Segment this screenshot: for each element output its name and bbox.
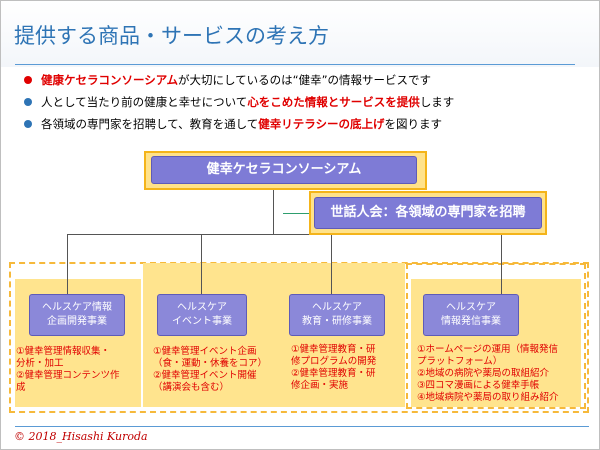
unit-2-line-1: ヘルスケア	[177, 302, 227, 313]
unit-2-item: （食・運動・休養をコア）	[153, 358, 268, 369]
unit-3-line-2: 教育・研修事業	[302, 316, 372, 327]
bullet-dot-icon	[24, 76, 32, 84]
unit-3-item: ②健幸管理教育・研	[291, 368, 376, 379]
unit-3-item: ①健幸管理教育・研	[291, 344, 376, 355]
bullet-2: 人として当たり前の健康と幸せについて心をこめた情報とサービスを提供します	[24, 94, 455, 110]
unit-4-item: ③四コマ漫画による健幸手帳	[417, 380, 540, 391]
unit-2-items: ①健幸管理イベント企画 （食・運動・休養をコア） ②健幸管理イベント開催 （講演…	[153, 346, 267, 394]
unit-info-dissemination: ヘルスケア 情報発信事業	[423, 294, 519, 336]
bullet-2-part-3: します	[419, 95, 455, 109]
consortium-label: 健幸ケセラコンソーシアム	[206, 162, 362, 177]
consortium-box: 健幸ケセラコンソーシアム	[151, 156, 417, 184]
unit-4-item: ④地域病院や薬局の取り組み紹介	[417, 392, 559, 403]
footer-rule	[15, 426, 589, 427]
unit-2-item: （講演会も含む）	[153, 382, 230, 393]
unit-events: ヘルスケア イベント事業	[157, 294, 247, 336]
unit-info-planning: ヘルスケア情報 企画開発事業	[29, 294, 125, 336]
connector-advisory	[283, 213, 311, 214]
copyright-footer: © 2018_Hisashi Kuroda	[14, 430, 148, 443]
bullet-3-part-1: 各領域の専門家を招聘して、教育を通して	[41, 117, 259, 131]
connector-unit-1	[67, 234, 68, 294]
bullet-dot-icon	[24, 98, 32, 106]
unit-2-item: ①健幸管理イベント企画	[153, 346, 257, 357]
connector-unit-3	[331, 234, 332, 294]
unit-1-line-2: 企画開発事業	[47, 316, 107, 327]
bullet-3-part-3: を図ります	[384, 117, 443, 131]
slide-title: 提供する商品・サービスの考え方	[14, 24, 329, 48]
advisory-label: 世話人会：各領域の専門家を招聘	[330, 205, 526, 220]
connector-unit-4	[501, 234, 502, 294]
unit-1-item: ②健幸管理コンテンツ作	[16, 370, 120, 381]
unit-3-item: 修企画・実施	[291, 380, 349, 391]
unit-3-items: ①健幸管理教育・研 修プログラムの開発 ②健幸管理教育・研 修企画・実施	[291, 344, 376, 392]
unit-4-item: ②地域の病院や薬局の取組紹介	[417, 368, 550, 379]
unit-4-line-2: 情報発信事業	[441, 316, 501, 327]
title-underline	[15, 64, 575, 65]
connector-branch	[67, 234, 501, 235]
unit-4-items: ①ホームページの運用（情報発信 プラットフォーム） ②地域の病院や薬局の取組紹介…	[417, 344, 559, 404]
unit-group-3-frame	[406, 263, 586, 409]
unit-education: ヘルスケア 教育・研修事業	[289, 294, 385, 336]
advisory-box: 世話人会：各領域の専門家を招聘	[314, 197, 542, 229]
connector-trunk	[273, 187, 274, 235]
connector-unit-2	[201, 234, 202, 294]
unit-4-line-1: ヘルスケア	[446, 302, 496, 313]
bullet-1: 健康ケセラコンソーシアムが大切にしているのは“健幸”の情報サービスです	[24, 72, 432, 88]
unit-1-item: 成	[16, 382, 26, 393]
unit-4-item: ①ホームページの運用（情報発信	[417, 344, 559, 355]
unit-3-line-1: ヘルスケア	[312, 302, 362, 313]
unit-1-line-1: ヘルスケア情報	[42, 302, 112, 313]
unit-1-item: 分析・加工	[16, 358, 64, 369]
bullet-1-part-2: が大切にしているのは“健幸”の情報サービスです	[177, 73, 432, 87]
bullet-1-part-1: 健康ケセラコンソーシアム	[41, 73, 178, 87]
bullet-3-part-2: 健幸リテラシーの底上げ	[258, 117, 385, 131]
unit-4-item: プラットフォーム）	[417, 356, 503, 367]
bullet-2-part-2: 心をこめた情報とサービスを提供	[247, 95, 420, 109]
bullet-2-part-1: 人として当たり前の健康と幸せについて	[41, 95, 248, 109]
unit-3-item: 修プログラムの開発	[291, 356, 377, 367]
bullet-dot-icon	[24, 120, 32, 128]
bullet-3: 各領域の専門家を招聘して、教育を通して健幸リテラシーの底上げを図ります	[24, 116, 443, 132]
unit-1-item: ①健幸管理情報収集・	[16, 346, 111, 357]
slide-header	[1, 1, 599, 67]
unit-2-item: ②健幸管理イベント開催	[153, 370, 257, 381]
unit-1-items: ①健幸管理情報収集・ 分析・加工 ②健幸管理コンテンツ作 成	[16, 346, 120, 394]
unit-2-line-2: イベント事業	[172, 316, 232, 327]
